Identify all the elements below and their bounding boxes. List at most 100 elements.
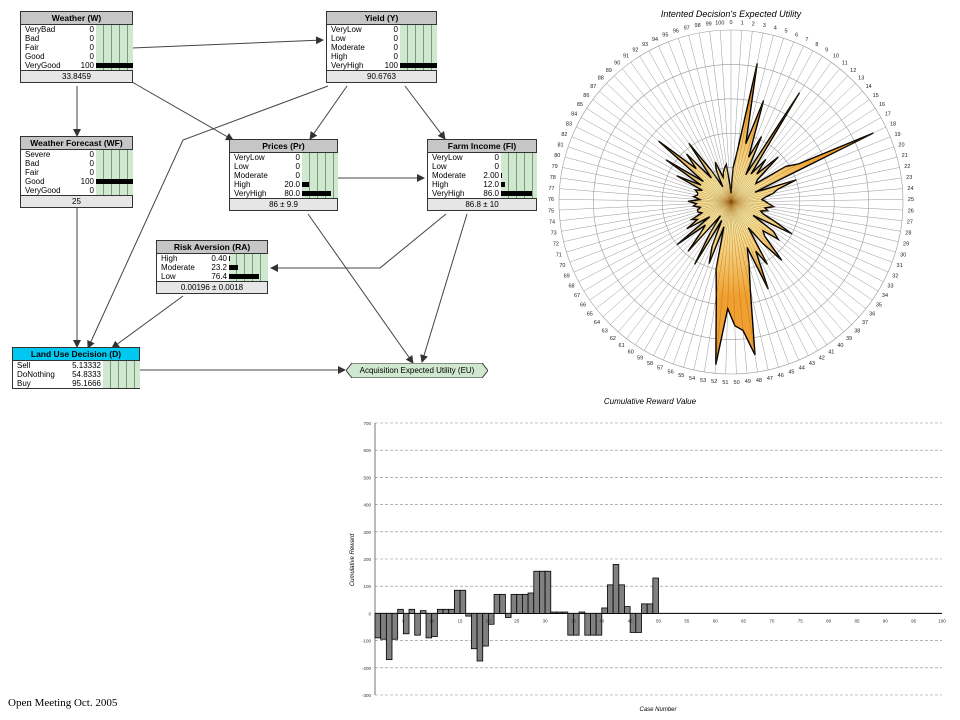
cumulative-bar bbox=[550, 611, 557, 614]
radar-angle-tick: 71 bbox=[556, 252, 562, 258]
radar-angle-tick: 75 bbox=[548, 208, 554, 214]
arc-income-risk bbox=[270, 213, 447, 272]
decision-state-name: Buy bbox=[17, 379, 31, 388]
radar-angle-tick: 6 bbox=[795, 32, 798, 38]
radar-value-spoke bbox=[658, 140, 732, 203]
cumulative-bar bbox=[573, 612, 580, 636]
income-state-bar bbox=[501, 173, 502, 178]
arc-weather-yield bbox=[131, 36, 324, 49]
forecast-state-value: 100 bbox=[80, 177, 94, 186]
radar-angle-tick: 33 bbox=[887, 283, 893, 289]
cumulative-x-tick: 75 bbox=[798, 618, 804, 623]
radar-angle-tick: 28 bbox=[905, 231, 911, 237]
cumulative-bar bbox=[544, 570, 552, 614]
weather-state-name: Fair bbox=[25, 43, 39, 52]
radar-value-spoke bbox=[722, 186, 732, 203]
radar-angle-tick: 25 bbox=[908, 197, 914, 203]
cumulative-bar bbox=[646, 603, 654, 614]
cumulative-bar bbox=[493, 593, 501, 614]
radar-value-spoke bbox=[693, 196, 732, 203]
cumulative-reward-chart: Cumulative Reward Value-300-200-10001002… bbox=[350, 397, 946, 713]
prices-state-value: 0 bbox=[295, 162, 300, 171]
radar-angle-tick: 12 bbox=[850, 68, 856, 74]
risk-state-bar bbox=[229, 274, 259, 279]
weather-state-value: 0 bbox=[89, 43, 94, 52]
cumulative-bar bbox=[533, 570, 540, 614]
radar-angle-tick: 74 bbox=[549, 220, 555, 226]
radar-value-spoke bbox=[694, 201, 732, 265]
radar-angle-tick: 70 bbox=[559, 263, 565, 269]
income-state-name: VeryHigh bbox=[432, 189, 465, 198]
radar-angle-tick: 94 bbox=[652, 37, 658, 43]
expected-utility-node[interactable]: Acquisition Expected Utility (EU) bbox=[346, 363, 488, 378]
weather-state-value: 0 bbox=[89, 52, 94, 61]
radar-angle-tick: 60 bbox=[628, 349, 634, 355]
radar-spoke bbox=[626, 201, 732, 339]
radar-angle-tick: 34 bbox=[882, 293, 888, 299]
radar-value-spoke bbox=[730, 201, 769, 290]
radar-angle-tick: 99 bbox=[706, 21, 712, 27]
weather-state-value: 100 bbox=[80, 61, 94, 70]
cumulative-bar bbox=[527, 592, 535, 614]
radar-angle-tick: 97 bbox=[684, 26, 690, 32]
radar-value-spoke bbox=[697, 192, 732, 203]
radar-angle-tick: 7 bbox=[805, 37, 808, 43]
radar-value-spoke bbox=[696, 201, 732, 204]
radar-angle-tick: 42 bbox=[819, 355, 825, 361]
cumulative-x-tick: 25 bbox=[514, 618, 520, 623]
radar-angle-tick: 82 bbox=[561, 132, 567, 138]
cumulative-x-tick: 70 bbox=[769, 618, 775, 623]
forecast-state-name: Severe bbox=[25, 150, 51, 159]
income-state-bar bbox=[501, 191, 532, 196]
radar-value-spoke bbox=[730, 156, 779, 203]
radar-angle-tick: 66 bbox=[580, 303, 586, 309]
cumulative-x-tick: 50 bbox=[656, 618, 662, 623]
radar-value-spoke bbox=[730, 92, 800, 203]
weather-state-row[interactable]: Fair 0 bbox=[21, 43, 132, 52]
cumulative-x-tick: 45 bbox=[628, 618, 634, 623]
radar-value-spoke bbox=[730, 132, 874, 203]
yield-node-expected: 90.6763 bbox=[327, 70, 436, 82]
radar-spoke bbox=[720, 30, 732, 203]
radar-value-spoke bbox=[705, 201, 732, 226]
radar-angle-tick: 90 bbox=[614, 61, 620, 67]
